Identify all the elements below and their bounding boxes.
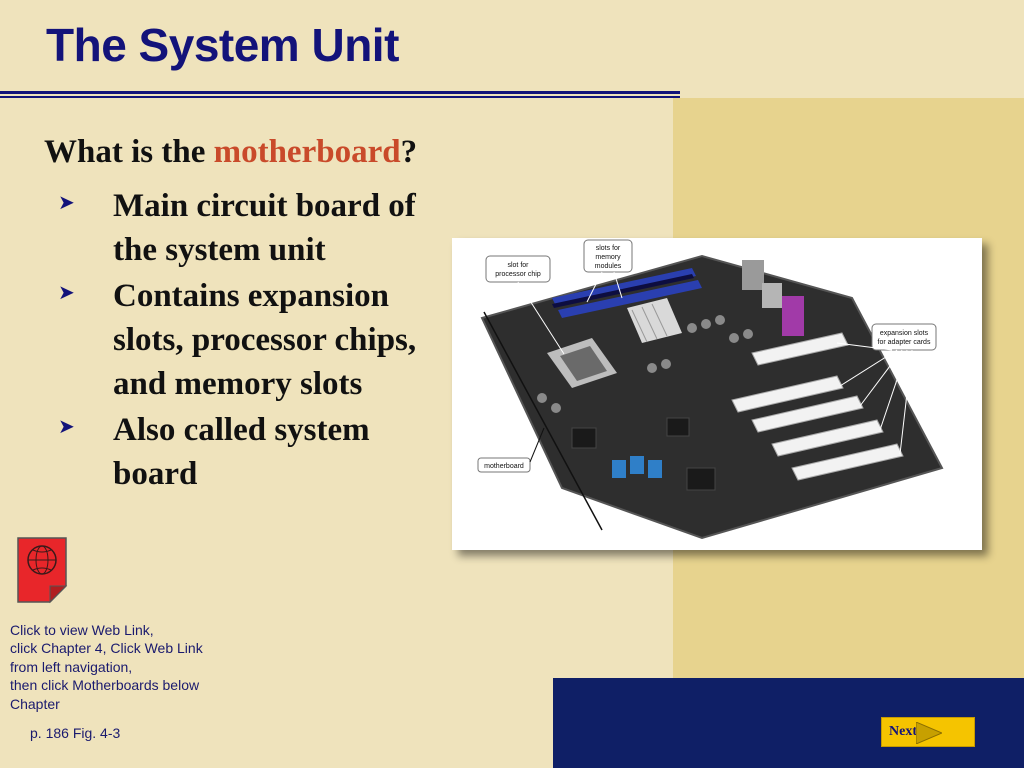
svg-text:motherboard: motherboard: [484, 463, 524, 470]
svg-text:for adapter cards: for adapter cards: [878, 339, 931, 346]
arrow-right-icon: [916, 722, 942, 744]
arrow-bullet-icon: ➤: [58, 414, 75, 438]
svg-text:expansion slots: expansion slots: [880, 330, 929, 337]
motherboard-highlight: motherboard: [213, 134, 401, 170]
board-bracket: [483, 311, 603, 531]
motherboard-figure: slot for processor chip slots for memory…: [452, 238, 982, 550]
bullet-item: ➤ Also called system board: [58, 408, 418, 496]
callout-memory-slots: slots for memory modules: [583, 239, 633, 303]
callout-expansion-slots: expansion slots for adapter cards: [836, 323, 937, 455]
svg-text:slot for: slot for: [507, 262, 529, 269]
globe-document-icon: [17, 537, 68, 604]
web-link-instructions: Click to view Web Link, click Chapter 4,…: [10, 621, 220, 713]
arrow-bullet-icon: ➤: [58, 280, 75, 304]
title-rule-thin: [0, 96, 680, 98]
callout-processor-slot: slot for processor chip: [485, 255, 565, 355]
question-suffix: ?: [400, 134, 418, 170]
board-edge: [480, 254, 944, 540]
sata-ports: [612, 456, 662, 478]
bullet-text: Also called system board: [113, 412, 370, 492]
next-label: Next: [889, 724, 917, 739]
bullet-list: ➤ Main circuit board of the system unit …: [58, 184, 418, 498]
instruction-line: click Chapter 4, Click Web Link: [10, 640, 203, 657]
bullet-item: ➤ Contains expansion slots, processor ch…: [58, 274, 418, 406]
memory-slots: [552, 268, 702, 318]
next-button[interactable]: Next: [881, 717, 975, 747]
question-heading: What is the motherboard?: [44, 134, 417, 171]
slide-title: The System Unit: [46, 19, 399, 71]
instruction-line: Chapter: [10, 695, 60, 712]
motherboard-illustration: slot for processor chip slots for memory…: [477, 239, 944, 540]
svg-text:modules: modules: [595, 263, 622, 270]
expansion-slots: [731, 332, 904, 481]
instruction-line: Click to view Web Link,: [10, 622, 154, 638]
bullet-item: ➤ Main circuit board of the system unit: [58, 184, 418, 272]
capacitors: [537, 315, 753, 413]
svg-text:slots for: slots for: [596, 245, 621, 252]
svg-text:memory: memory: [595, 254, 621, 261]
callout-motherboard: motherboard: [477, 427, 545, 473]
chips: [571, 417, 716, 491]
heat-sink: [627, 298, 682, 343]
svg-text:processor chip: processor chip: [495, 271, 541, 278]
io-ports: [742, 260, 804, 336]
instruction-line: from left navigation,: [10, 658, 133, 675]
title-rule-thick: [0, 91, 680, 94]
arrow-bullet-icon: ➤: [58, 190, 75, 214]
web-link-icon[interactable]: [16, 536, 68, 604]
instruction-line: then click Motherboards below: [10, 677, 200, 694]
processor-socket: [547, 338, 617, 388]
bullet-text: Contains expansion slots, processor chip…: [113, 278, 417, 402]
bullet-text: Main circuit board of the system unit: [113, 188, 416, 268]
question-prefix: What is the: [44, 134, 214, 170]
page-reference: p. 186 Fig. 4-3: [30, 725, 121, 741]
